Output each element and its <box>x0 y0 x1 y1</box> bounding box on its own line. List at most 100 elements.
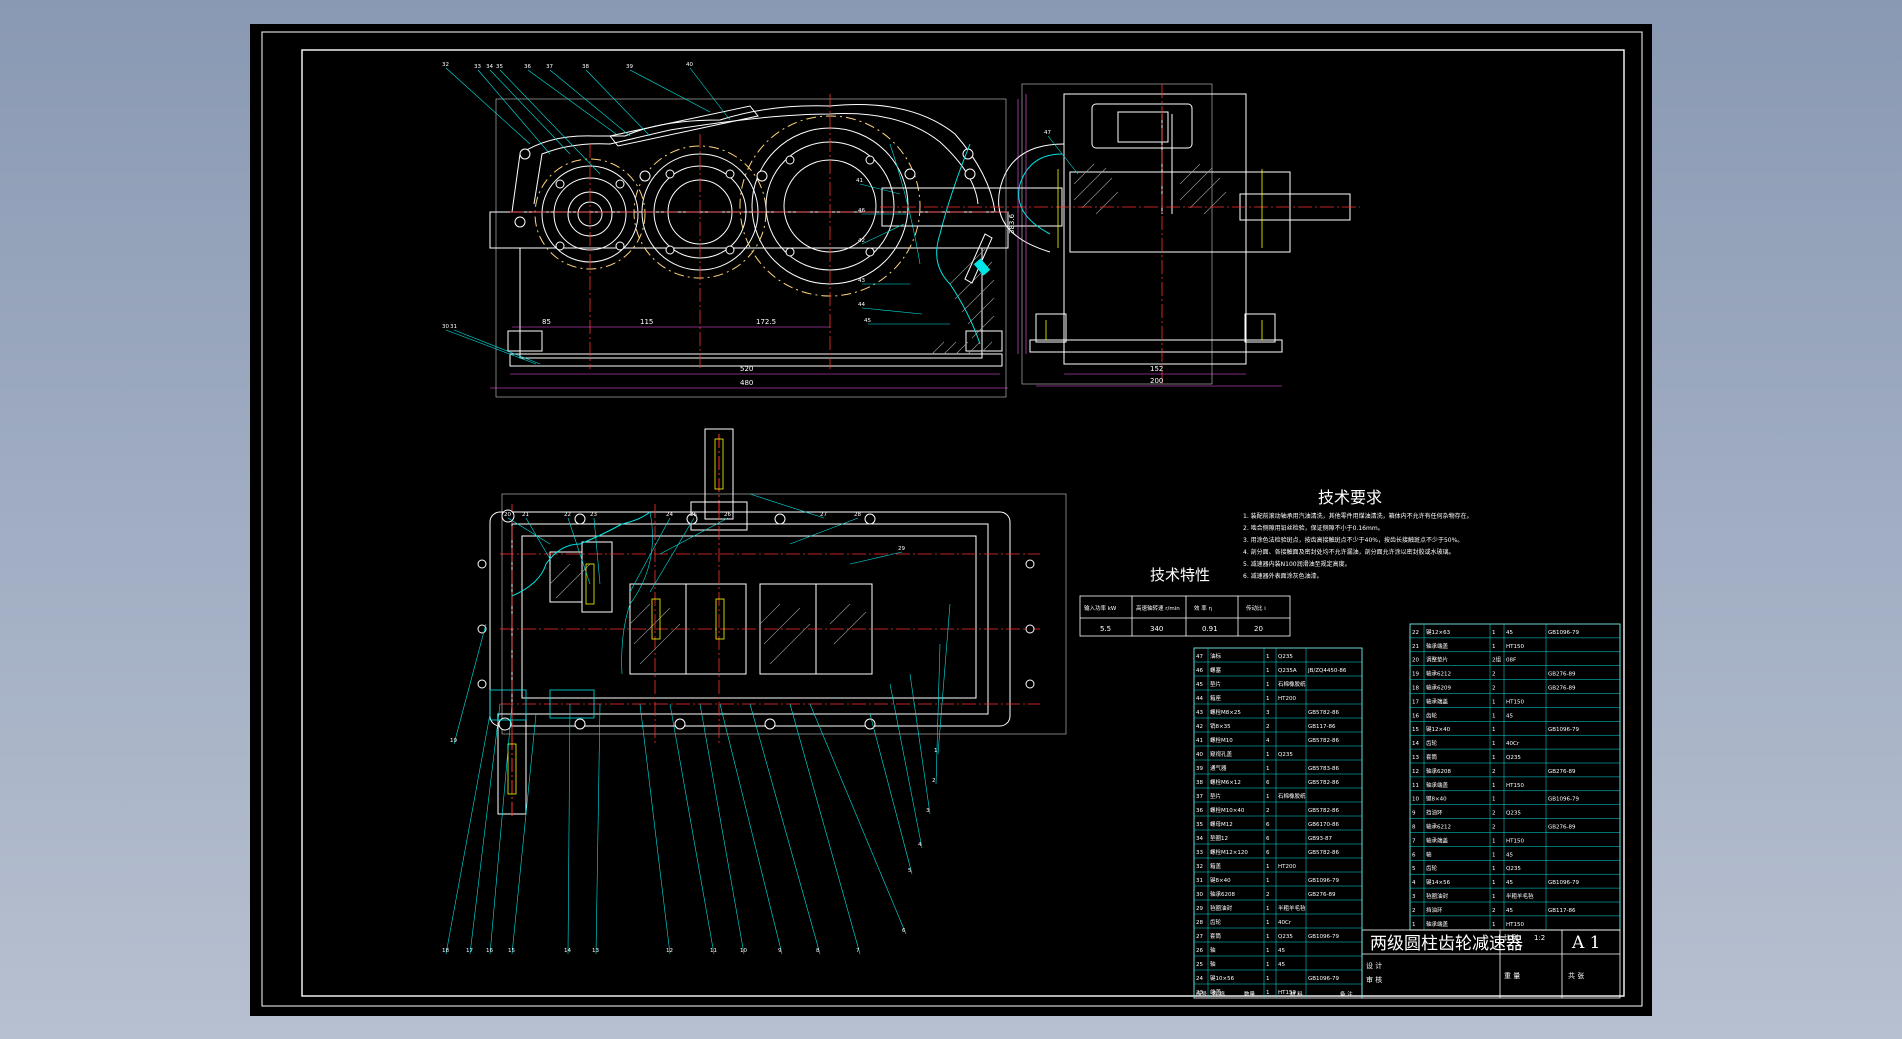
bom-header-cell: 数量 <box>1244 990 1256 998</box>
bom-right-cell: 1 <box>1492 880 1496 886</box>
bom-right-cell: 21 <box>1412 644 1419 650</box>
bom-left-cell: 47 <box>1196 654 1203 660</box>
bom-left-cell: GB276-89 <box>1308 892 1336 898</box>
bom-right-cell: 2组 <box>1492 656 1501 664</box>
char-header-4: 传动比 i <box>1246 604 1266 612</box>
tech-req-line-6: 6. 减速器外表面涂灰色油漆。 <box>1243 572 1323 580</box>
bom-left-cell: 35 <box>1196 822 1203 828</box>
bom-right-cell: HT150 <box>1506 699 1524 705</box>
callout-number: 39 <box>626 64 633 70</box>
leader-line <box>593 517 601 585</box>
side-view <box>880 83 1360 387</box>
leader-line <box>595 703 601 955</box>
bom-left-cell: 2 <box>1266 808 1270 814</box>
bom-right-cell: 4 <box>1412 880 1416 886</box>
bom-right-cell: GB1096-79 <box>1548 880 1580 886</box>
scale-value: 1:2 <box>1534 934 1545 942</box>
title-block: 两级圆柱齿轮减速器 A 1 比例 1:2 重 量 共 张 设 计 审 核 <box>1366 933 1601 984</box>
bom-left-cell: HT200 <box>1278 696 1296 702</box>
bom-right-cell: 45 <box>1506 880 1513 886</box>
dim-side-height: 383.6 <box>1008 213 1016 234</box>
bom-right-cell: 2 <box>1492 811 1496 817</box>
bom-left-cell: 螺塞 <box>1210 666 1222 674</box>
bom-left-cell: 28 <box>1196 920 1203 926</box>
bom-right-cell: 轴承端盖 <box>1426 697 1449 705</box>
bom-right-cell: 齿轮 <box>1426 864 1438 872</box>
leader-line <box>629 69 711 113</box>
callout-number: 23 <box>590 512 597 518</box>
bom-left-cell: GB1096-79 <box>1308 976 1340 982</box>
bom-right-cell: 45 <box>1506 713 1513 719</box>
bom-left-cell: 2 <box>1266 724 1270 730</box>
leader-line <box>469 703 501 955</box>
bom-left-cell: 1 <box>1266 976 1270 982</box>
bom-left-cell: 36 <box>1196 808 1203 814</box>
leader-line <box>1047 135 1079 175</box>
callout-number: 31 <box>450 324 457 330</box>
callout-number: 17 <box>466 948 473 954</box>
tech-char-title: 技术特性 <box>1150 566 1210 584</box>
bom-left-cell: 45 <box>1196 682 1203 688</box>
bom-right-cell: 轴承6209 <box>1426 684 1451 692</box>
bom-right-cell: 1 <box>1492 755 1496 761</box>
char-header-1: 输入功率 kW <box>1084 604 1117 612</box>
bom-right-cell: 半粗羊毛毡 <box>1506 892 1534 900</box>
tech-char-text: 技术特性 输入功率 kW 高速轴转速 r/min 效 率 η 传动比 i 5.5… <box>1084 566 1266 633</box>
bom-left-cell: 1 <box>1266 766 1270 772</box>
bom-left-cell: Q235A <box>1278 668 1297 674</box>
cad-drawing: 85 115 172.5 520 480 <box>261 31 1643 1007</box>
bom-right-cell: GB1096-79 <box>1548 727 1580 733</box>
bom-right-cell: 1 <box>1492 866 1496 872</box>
dim-front-a: 85 <box>542 318 551 326</box>
bom-left-cell: 46 <box>1196 668 1203 674</box>
bom-left-cell: 42 <box>1196 724 1203 730</box>
bom-left-cell: 螺栓M12×120 <box>1210 848 1248 856</box>
leader-line <box>445 713 491 955</box>
bom-left-cell: Q235 <box>1278 752 1293 758</box>
leader-line <box>511 713 537 955</box>
bom-left-cell: 6 <box>1266 836 1270 842</box>
callout-number: 2 <box>932 778 936 784</box>
leader-line <box>859 183 901 195</box>
bom-left-cell: 半粗羊毛毡 <box>1278 904 1306 912</box>
bom-left-cell: 螺栓M8×25 <box>1210 708 1241 716</box>
bom-left-cell: 3 <box>1266 710 1270 716</box>
bom-right-cell: 2 <box>1492 672 1496 678</box>
bom-left-cell: GB5783-86 <box>1308 766 1340 772</box>
bom-right-cell: 18 <box>1412 686 1419 692</box>
dim-side-width: 200 <box>1150 377 1163 385</box>
leader-line <box>489 703 513 955</box>
callout-number: 25 <box>690 512 697 518</box>
bom-left-cell: 窥视孔盖 <box>1210 750 1233 758</box>
bom-right-cell: Q235 <box>1506 811 1521 817</box>
bom-left-cell: GB1096-79 <box>1308 878 1340 884</box>
bom-header-cell: 名 称 <box>1212 990 1225 998</box>
callout-number: 13 <box>592 948 599 954</box>
bom-left-cell: 2 <box>1266 892 1270 898</box>
bom-right-cell: 轴承端盖 <box>1426 781 1449 789</box>
drawing-sheet: 85 115 172.5 520 480 <box>250 24 1652 1016</box>
callout-number: 21 <box>522 512 529 518</box>
bom-right-cell: Q235 <box>1506 866 1521 872</box>
bom-left-cell: 41 <box>1196 738 1203 744</box>
bom-right-cell: 11 <box>1412 783 1419 789</box>
bom-left-cell: 箱座 <box>1210 694 1222 702</box>
bom-left-cell: 1 <box>1266 934 1270 940</box>
bom-left-cell: 轴承6208 <box>1210 890 1235 898</box>
callout-number: 1 <box>934 748 938 754</box>
bom-right-cell: 2 <box>1492 825 1496 831</box>
leader-line <box>445 67 531 145</box>
bom-left-cell: 1 <box>1266 682 1270 688</box>
bom-right-cell: 14 <box>1412 741 1419 747</box>
bom-right-cell: GB276-89 <box>1548 672 1576 678</box>
bom-right-cell: GB276-89 <box>1548 769 1576 775</box>
callout-number: 35 <box>496 64 503 70</box>
bom-left-cell: 43 <box>1196 710 1203 716</box>
bom-left-cell: Q235 <box>1278 934 1293 940</box>
bom-left-cell: 38 <box>1196 780 1203 786</box>
bom-left-cell: 33 <box>1196 850 1203 856</box>
bom-left-cell: 25 <box>1196 962 1203 968</box>
